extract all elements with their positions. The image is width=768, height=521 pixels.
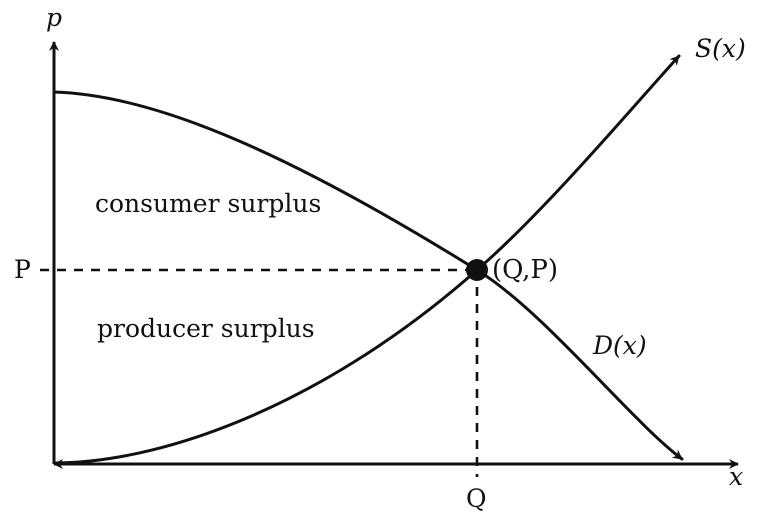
- price-tick-label: P: [14, 255, 31, 284]
- consumer-surplus-label: consumer surplus: [95, 189, 322, 218]
- demand-curve: [52, 90, 684, 461]
- quantity-tick-label: Q: [466, 484, 487, 513]
- equilibrium-point-label: (Q,P): [492, 255, 559, 285]
- x-axis-label: x: [729, 462, 744, 491]
- demand-curve-label: D(x): [593, 331, 647, 360]
- producer-surplus-label: producer surplus: [97, 314, 315, 343]
- supply-curve-label: S(x): [695, 34, 746, 63]
- y-axis-label: p: [46, 3, 63, 32]
- supply-curve: [54, 54, 681, 465]
- equilibrium-point-marker: [466, 259, 488, 281]
